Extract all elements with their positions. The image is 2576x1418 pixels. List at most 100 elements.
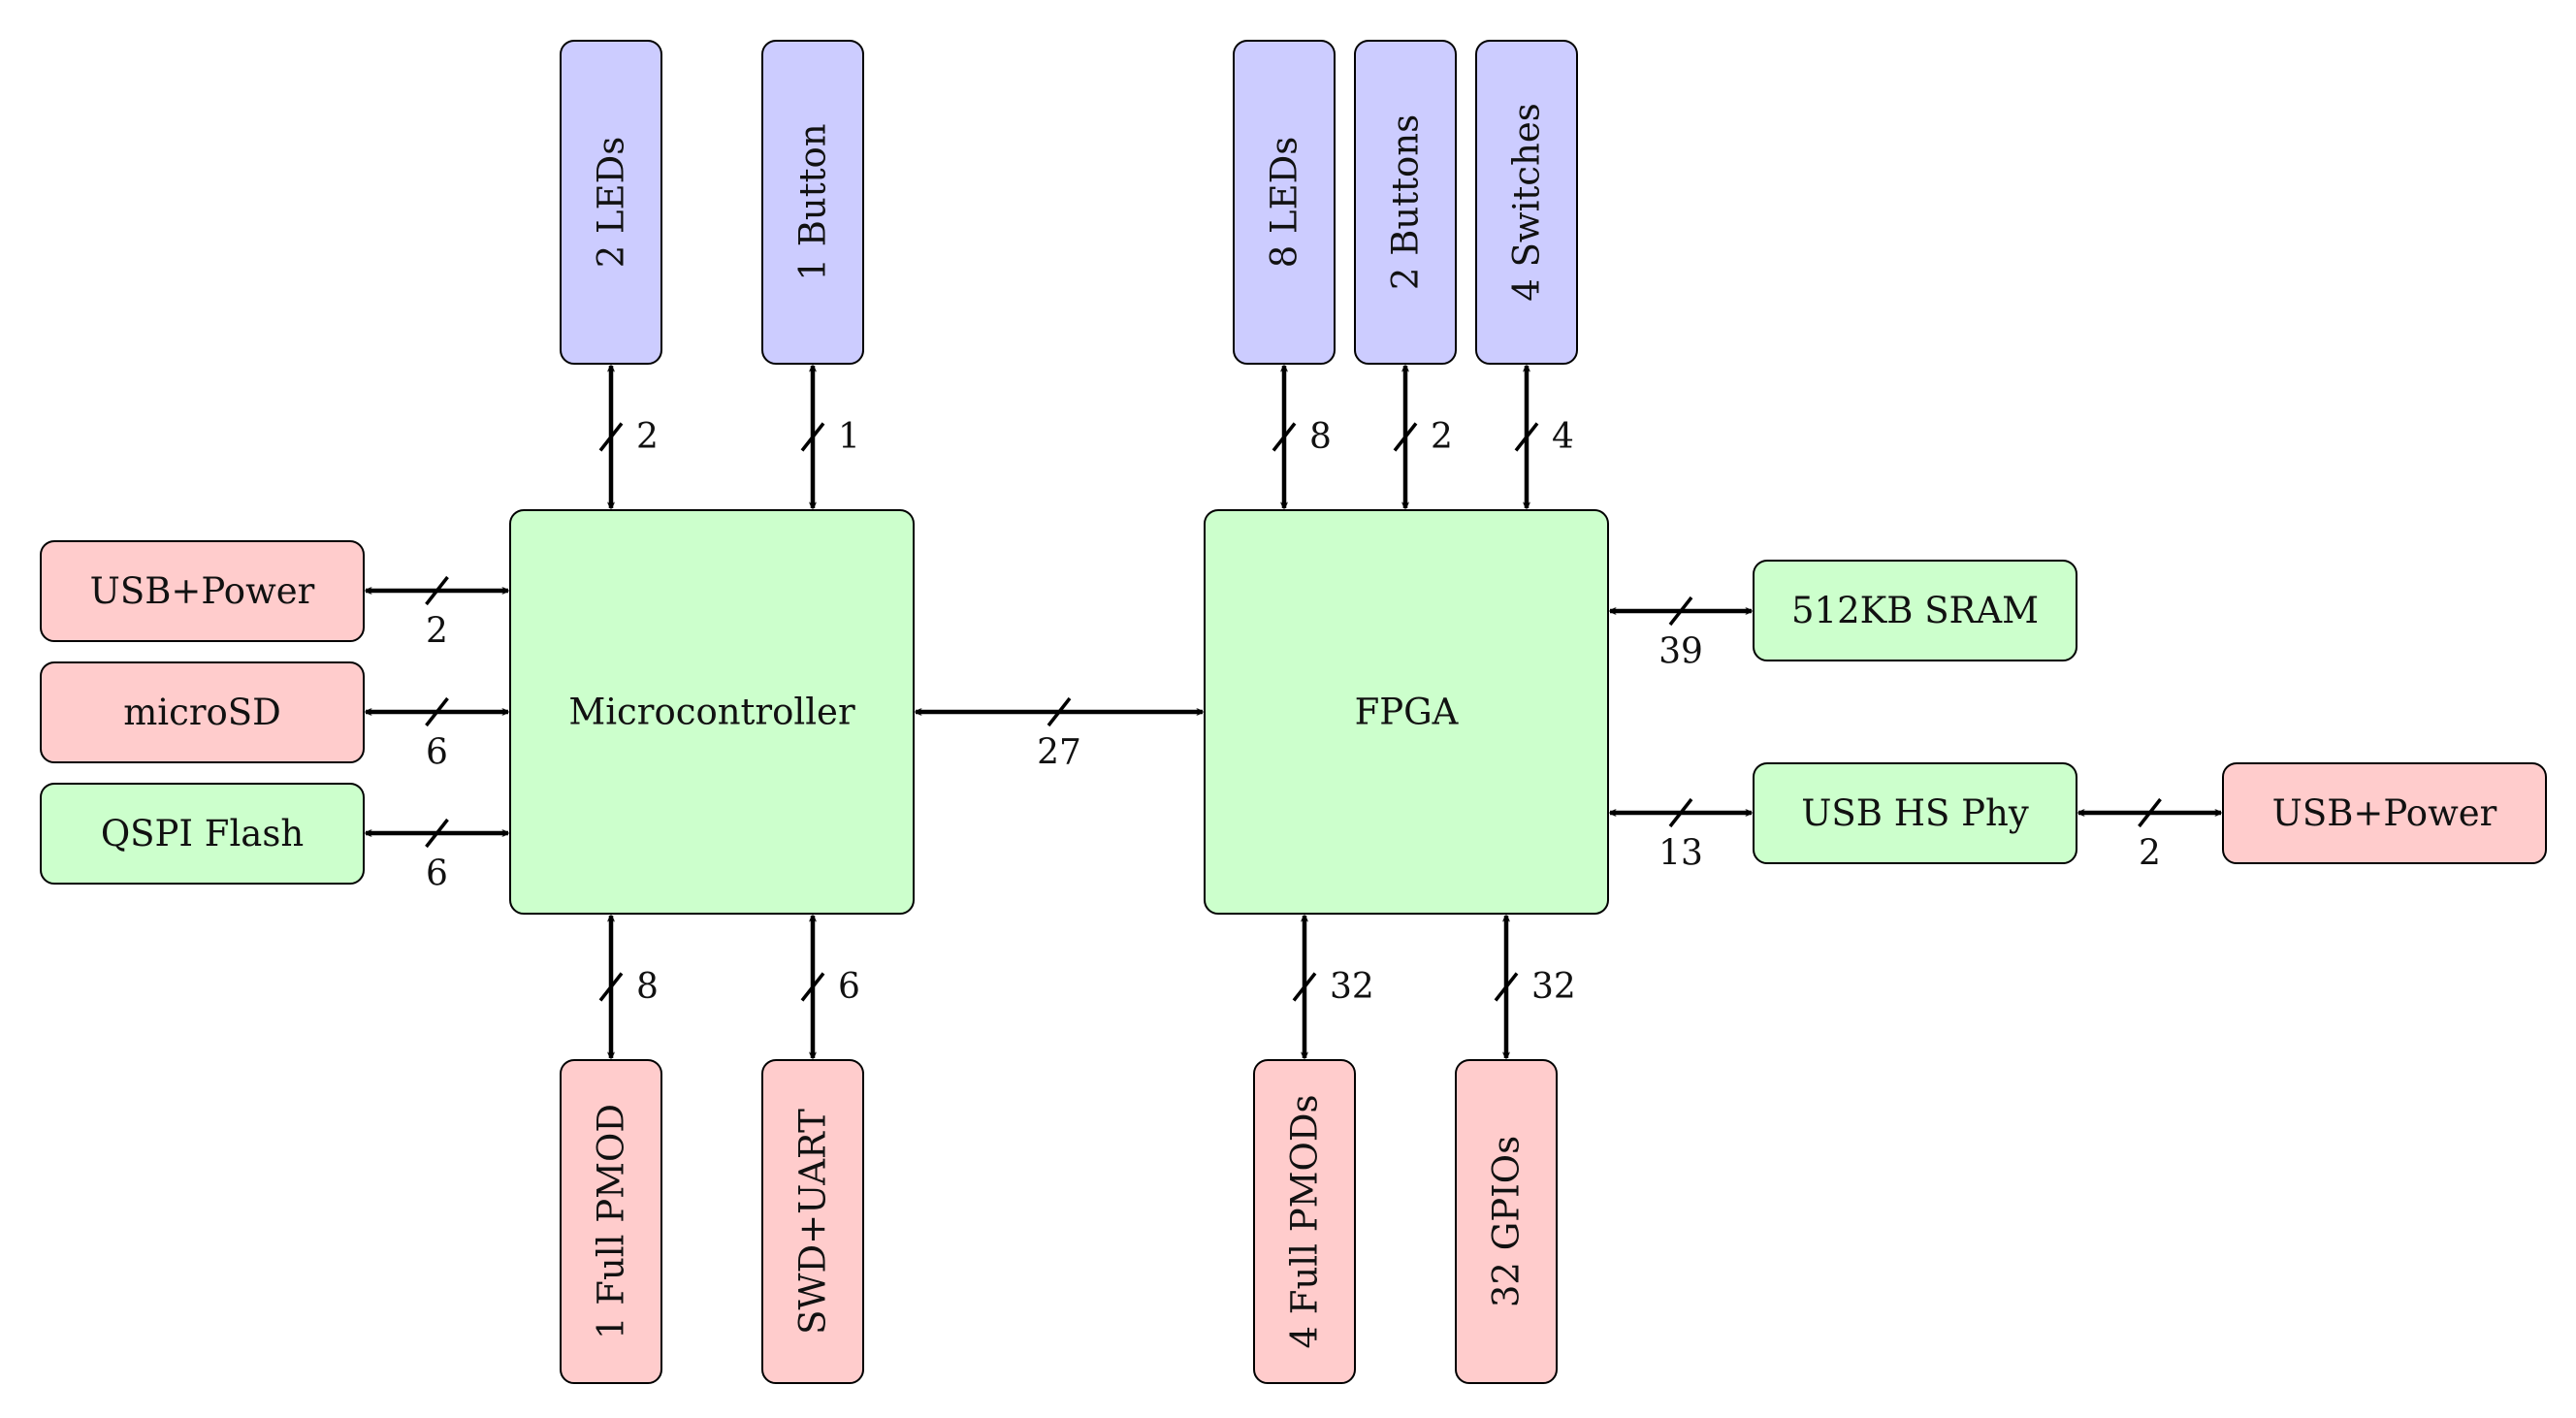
gpios-box: 32 GPIOs xyxy=(1455,1059,1558,1384)
mcu-fpga-bus: 27 xyxy=(916,696,1203,773)
fpga-buttons-bus: 2 xyxy=(1393,366,1453,508)
usb-power-right-box-shape xyxy=(2222,762,2547,864)
mcu-leds-bus: 2 xyxy=(598,366,659,508)
microcontroller-block: Microcontroller xyxy=(509,509,915,915)
mcu-leds-box-label: 2 LEDs xyxy=(591,137,632,269)
qspi-flash-box-shape xyxy=(40,783,365,885)
fpga-leds-box: 8 LEDs xyxy=(1233,40,1336,365)
gpios-box-label: 32 GPIOs xyxy=(1486,1136,1528,1307)
qspi-flash-bus: 6 xyxy=(366,818,508,894)
qspi-flash-box: QSPI Flash xyxy=(40,783,365,885)
gpios-box-shape xyxy=(1455,1059,1558,1384)
mcu-pmod-box-shape xyxy=(560,1059,662,1384)
mcu-pmod-box-label: 1 Full PMOD xyxy=(591,1104,632,1339)
mcu-pmod-box: 1 Full PMOD xyxy=(560,1059,662,1384)
sram-bus-slash xyxy=(1668,596,1693,627)
fpga-buttons-box-label: 2 Buttons xyxy=(1385,114,1427,290)
mcu-fpga-bus-slash xyxy=(1046,696,1072,727)
swd-uart-box: SWD+UART xyxy=(761,1059,864,1384)
mcu-button-box: 1 Button xyxy=(761,40,864,365)
sram-box: 512KB SRAM xyxy=(1753,560,2077,661)
fpga-buttons-box: 2 Buttons xyxy=(1354,40,1457,365)
fpga-switches-bus-slash xyxy=(1514,422,1539,452)
usb-power-left-box-shape xyxy=(40,540,365,642)
fpga-buttons-bus-width-label: 2 xyxy=(1431,417,1453,457)
mcu-pmod-bus: 8 xyxy=(598,916,659,1058)
fpga-switches-box-shape xyxy=(1475,40,1578,365)
usb-power-right-bus-slash xyxy=(2138,797,2162,828)
microsd-bus-slash xyxy=(425,696,449,727)
usb-power-right-bus: 2 xyxy=(2078,797,2221,874)
swd-uart-box-label: SWD+UART xyxy=(792,1109,834,1335)
swd-uart-bus: 6 xyxy=(800,916,860,1058)
usb-power-left-box: USB+Power xyxy=(40,540,365,642)
fpga-block-label: FPGA xyxy=(1355,692,1460,733)
microsd-box-label: microSD xyxy=(123,692,281,733)
usb-power-right-box: USB+Power xyxy=(2222,762,2547,864)
mcu-button-box-label: 1 Button xyxy=(792,123,834,280)
usb-power-right-box-label: USB+Power xyxy=(2272,792,2497,834)
swd-uart-box-shape xyxy=(761,1059,864,1384)
qspi-flash-bus-width-label: 6 xyxy=(426,854,448,894)
usb-hs-phy-bus-width-label: 13 xyxy=(1658,834,1703,874)
microsd-bus: 6 xyxy=(366,696,508,773)
gpios-bus: 32 xyxy=(1494,916,1576,1058)
microcontroller-block-shape xyxy=(509,509,915,915)
fpga-switches-box: 4 Switches xyxy=(1475,40,1578,365)
fpga-pmods-bus-slash xyxy=(1292,972,1317,1002)
qspi-flash-bus-slash xyxy=(425,818,449,849)
fpga-switches-bus: 4 xyxy=(1514,366,1574,508)
usb-power-left-box-label: USB+Power xyxy=(90,570,315,612)
usb-hs-phy-box-shape xyxy=(1753,762,2077,864)
fpga-switches-box-label: 4 Switches xyxy=(1506,103,1548,301)
gpios-bus-slash xyxy=(1494,972,1519,1002)
sram-bus-width-label: 39 xyxy=(1658,632,1703,672)
usb-hs-phy-bus-slash xyxy=(1668,797,1693,828)
fpga-buttons-bus-slash xyxy=(1393,422,1418,452)
microsd-box: microSD xyxy=(40,661,365,763)
sram-box-shape xyxy=(1753,560,2077,661)
mcu-leds-box-shape xyxy=(560,40,662,365)
mcu-leds-box: 2 LEDs xyxy=(560,40,662,365)
mcu-pmod-bus-width-label: 8 xyxy=(636,967,659,1007)
fpga-buttons-box-shape xyxy=(1354,40,1457,365)
fpga-leds-bus-slash xyxy=(1272,422,1297,452)
fpga-leds-bus-width-label: 8 xyxy=(1309,417,1332,457)
swd-uart-bus-width-label: 6 xyxy=(838,967,860,1007)
fpga-block-shape xyxy=(1204,509,1609,915)
fpga-pmods-box-shape xyxy=(1253,1059,1356,1384)
gpios-bus-width-label: 32 xyxy=(1531,967,1576,1007)
fpga-switches-bus-width-label: 4 xyxy=(1552,417,1574,457)
microsd-bus-width-label: 6 xyxy=(426,733,448,773)
usb-power-left-bus: 2 xyxy=(366,575,508,652)
fpga-block: FPGA xyxy=(1204,509,1609,915)
mcu-leds-bus-slash xyxy=(598,422,624,452)
fpga-pmods-box: 4 Full PMODs xyxy=(1253,1059,1356,1384)
fpga-pmods-bus: 32 xyxy=(1292,916,1374,1058)
usb-hs-phy-box: USB HS Phy xyxy=(1753,762,2077,864)
mcu-leds-bus-width-label: 2 xyxy=(636,417,659,457)
fpga-leds-box-shape xyxy=(1233,40,1336,365)
mcu-button-bus-slash xyxy=(800,422,825,452)
microcontroller-block-label: Microcontroller xyxy=(568,692,855,733)
usb-power-right-bus-width-label: 2 xyxy=(2139,834,2161,874)
mcu-button-box-shape xyxy=(761,40,864,365)
mcu-fpga-bus-width-label: 27 xyxy=(1037,733,1081,773)
fpga-leds-bus: 8 xyxy=(1272,366,1332,508)
qspi-flash-box-label: QSPI Flash xyxy=(101,813,304,854)
sram-box-label: 512KB SRAM xyxy=(1791,590,2039,631)
usb-hs-phy-bus: 13 xyxy=(1610,797,1752,874)
mcu-pmod-bus-slash xyxy=(598,972,624,1002)
mcu-button-bus: 1 xyxy=(800,366,860,508)
usb-power-left-bus-slash xyxy=(425,575,449,606)
microsd-box-shape xyxy=(40,661,365,763)
sram-bus: 39 xyxy=(1610,596,1752,672)
fpga-leds-box-label: 8 LEDs xyxy=(1264,137,1305,269)
fpga-pmods-box-label: 4 Full PMODs xyxy=(1284,1095,1326,1349)
usb-hs-phy-box-label: USB HS Phy xyxy=(1801,792,2029,834)
fpga-pmods-bus-width-label: 32 xyxy=(1330,967,1374,1007)
usb-power-left-bus-width-label: 2 xyxy=(426,612,448,652)
swd-uart-bus-slash xyxy=(800,972,825,1002)
mcu-button-bus-width-label: 1 xyxy=(838,417,860,457)
